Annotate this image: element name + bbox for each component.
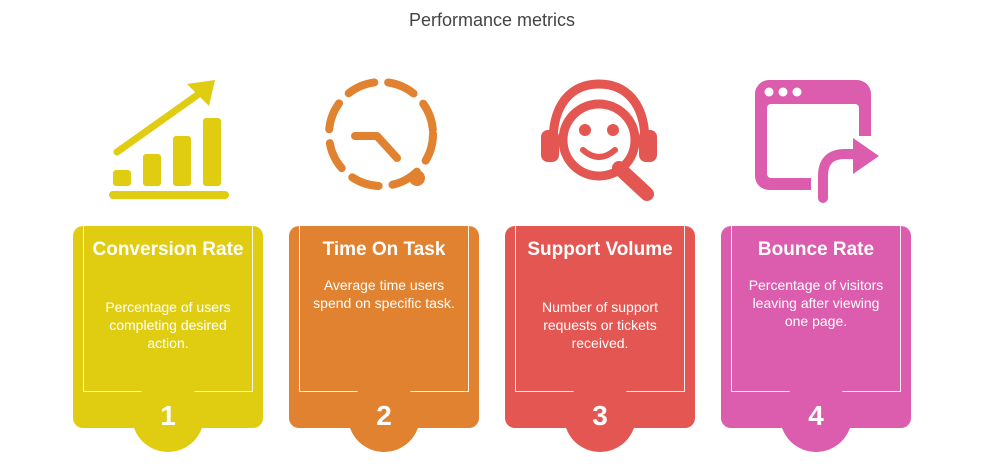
browser-exit-icon [755, 80, 881, 204]
card-title: Support Volume [527, 239, 673, 260]
support-headset-icon [541, 79, 657, 201]
step-number-badge: 1 [132, 380, 204, 452]
card-title: Time On Task [322, 239, 446, 260]
step-number-badge: 2 [348, 380, 420, 452]
card-title: Bounce Rate [757, 239, 875, 260]
step-number-badge: 3 [564, 380, 636, 452]
card-description: Percentage of visitors leaving after vie… [748, 277, 884, 329]
step-number-badge: 4 [780, 380, 852, 452]
diagram-title: Performance metrics [408, 10, 576, 30]
dashed-clock-icon [325, 78, 437, 190]
card-description: Average time users spend on specific tas… [313, 277, 455, 311]
card-description: Percentage of users completing desired a… [105, 299, 231, 351]
card-title: Conversion Rate [92, 239, 244, 260]
rising-bar-chart-icon [109, 80, 229, 199]
card-description: Number of support requests or tickets re… [542, 299, 658, 351]
